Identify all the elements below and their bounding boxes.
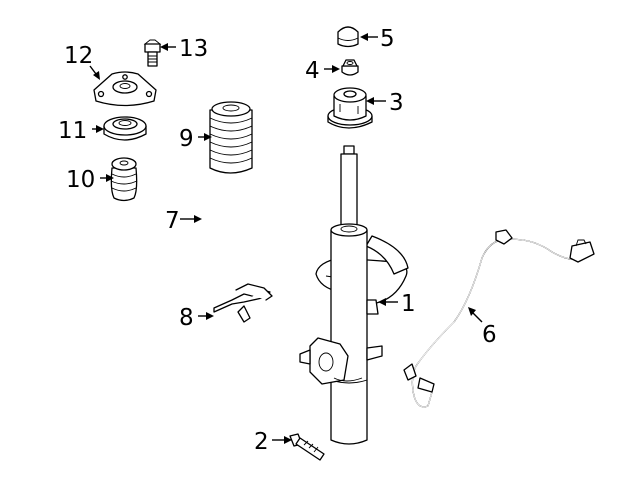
callout-13: 13: [179, 36, 208, 62]
callout-8: 8: [179, 305, 194, 331]
callout-9: 9: [179, 126, 194, 152]
part-10-bump-stop-icon: [110, 157, 138, 202]
part-4-nut-icon: [341, 59, 359, 76]
callout-4: 4: [305, 58, 320, 84]
callout-2: 2: [254, 429, 269, 455]
part-12-upper-mount-plate-icon: [93, 71, 157, 107]
part-5-cap-icon: [337, 26, 359, 48]
callout-1: 1: [401, 291, 416, 317]
callout-5: 5: [380, 26, 395, 52]
part-13-bolt-icon: [143, 39, 162, 67]
callout-12: 12: [64, 43, 93, 69]
callout-6: 6: [482, 322, 497, 348]
part-7-coil-spring-icon: [197, 185, 274, 269]
leaders: [89, 33, 483, 444]
callout-7: 7: [165, 208, 180, 234]
part-6-sensor-wire-icon: [403, 229, 595, 408]
callout-11: 11: [58, 118, 87, 144]
part-1-strut-assembly-icon: [299, 145, 409, 445]
part-8-bracket-icon: [213, 283, 273, 323]
part-2-bolt-icon: [289, 433, 325, 461]
callout-labels: 1 2 3 4 5 6 7 8 9 10 11 12 13: [58, 26, 497, 455]
callout-10: 10: [66, 167, 95, 193]
part-3-strut-mount-icon: [327, 87, 373, 129]
callout-3: 3: [389, 90, 404, 116]
part-11-bearing-icon: [103, 116, 147, 141]
part-9-dust-boot-icon: [209, 101, 253, 174]
